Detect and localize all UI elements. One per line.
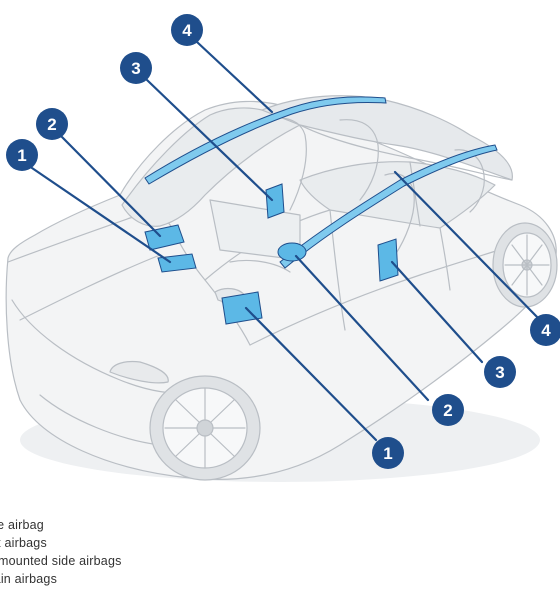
leader-4-top bbox=[195, 40, 274, 114]
knee-airbag-driver bbox=[221, 291, 263, 325]
leader-2-right bbox=[294, 254, 430, 402]
curtain-airbag-near bbox=[279, 144, 498, 269]
knee-airbag-passenger bbox=[157, 253, 197, 273]
svg-text:4: 4 bbox=[541, 321, 551, 340]
leader-3-right bbox=[390, 260, 484, 364]
legend-item-curtain: tain airbags bbox=[0, 572, 58, 586]
leader-4-right bbox=[393, 170, 542, 322]
front-wheel bbox=[149, 375, 261, 481]
leader-1-right bbox=[244, 306, 378, 442]
legend-item-knee: ee airbag bbox=[0, 518, 44, 532]
side-airbag-near bbox=[377, 238, 399, 282]
callout-badge: 2 bbox=[36, 108, 68, 140]
curtain-airbag-far bbox=[144, 96, 387, 185]
airbags bbox=[144, 96, 498, 325]
callout-badge: 1 bbox=[372, 437, 404, 469]
leader-2-top bbox=[60, 135, 162, 238]
leader-1-top bbox=[30, 166, 172, 264]
rear-wheel bbox=[492, 222, 558, 308]
callout-badge: 2 bbox=[432, 394, 464, 426]
leader-3-top bbox=[145, 78, 274, 202]
callout-badge: 3 bbox=[484, 356, 516, 388]
side-airbag-far bbox=[265, 183, 285, 219]
leader-lines bbox=[30, 40, 542, 442]
callout-badges: 4 3 2 1 4 3 2 1 bbox=[6, 14, 560, 469]
callout-badge: 4 bbox=[530, 314, 560, 346]
callout-badge: 4 bbox=[171, 14, 203, 46]
legend-item-seat-side: t-mounted side airbags bbox=[0, 554, 122, 568]
svg-text:1: 1 bbox=[17, 146, 26, 165]
svg-text:4: 4 bbox=[182, 21, 192, 40]
svg-text:3: 3 bbox=[131, 59, 140, 78]
front-airbag-driver bbox=[277, 242, 307, 262]
svg-text:2: 2 bbox=[47, 115, 56, 134]
callout-badge: 1 bbox=[6, 139, 38, 171]
callout-badge: 3 bbox=[120, 52, 152, 84]
legend-item-front: nt airbags bbox=[0, 536, 47, 550]
svg-text:3: 3 bbox=[495, 363, 504, 382]
svg-text:1: 1 bbox=[383, 444, 392, 463]
svg-text:2: 2 bbox=[443, 401, 452, 420]
